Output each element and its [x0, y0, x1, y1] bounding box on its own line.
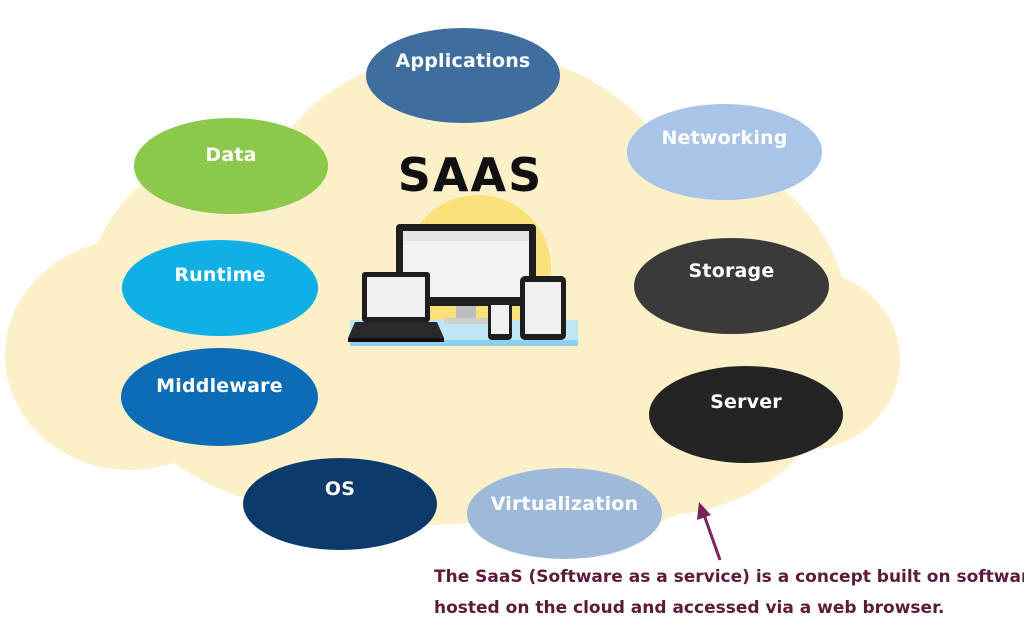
runtime-bubble: Runtime	[122, 240, 318, 336]
devices-illustration	[348, 224, 578, 346]
data-bubble: Data	[134, 118, 328, 214]
server-bubble: Server	[649, 366, 843, 463]
storage-bubble: Storage	[634, 238, 829, 334]
applications-bubble: Applications	[366, 28, 560, 123]
bubble-label: OS	[324, 478, 356, 500]
phone-icon	[488, 300, 512, 340]
caption-line-1: The SaaS (Software as a service) is a co…	[434, 567, 1024, 587]
laptop-icon	[348, 272, 444, 342]
networking-bubble: Networking	[627, 104, 822, 200]
caption-line-2: hosted on the cloud and accessed via a w…	[434, 598, 945, 618]
pointer-arrow	[697, 502, 722, 561]
os-bubble: OS	[243, 458, 437, 550]
tablet-icon	[520, 276, 566, 340]
bubble-label: Server	[710, 390, 782, 413]
bubble-label: Data	[205, 144, 257, 166]
bubble-label: Runtime	[174, 264, 266, 286]
caption-text: The SaaS (Software as a service) is a co…	[434, 562, 1024, 624]
virtualization-bubble: Virtualization	[467, 468, 662, 559]
monitor-icon	[396, 224, 536, 324]
middleware-bubble: Middleware	[121, 348, 318, 446]
bubble-label: Applications	[395, 49, 531, 72]
diagram-title: SAAS	[397, 148, 544, 202]
bubble-label: Storage	[688, 260, 775, 282]
bubble-label: Virtualization	[490, 492, 639, 515]
bubble-label: Middleware	[156, 375, 283, 397]
bubble-label: Networking	[661, 127, 788, 149]
